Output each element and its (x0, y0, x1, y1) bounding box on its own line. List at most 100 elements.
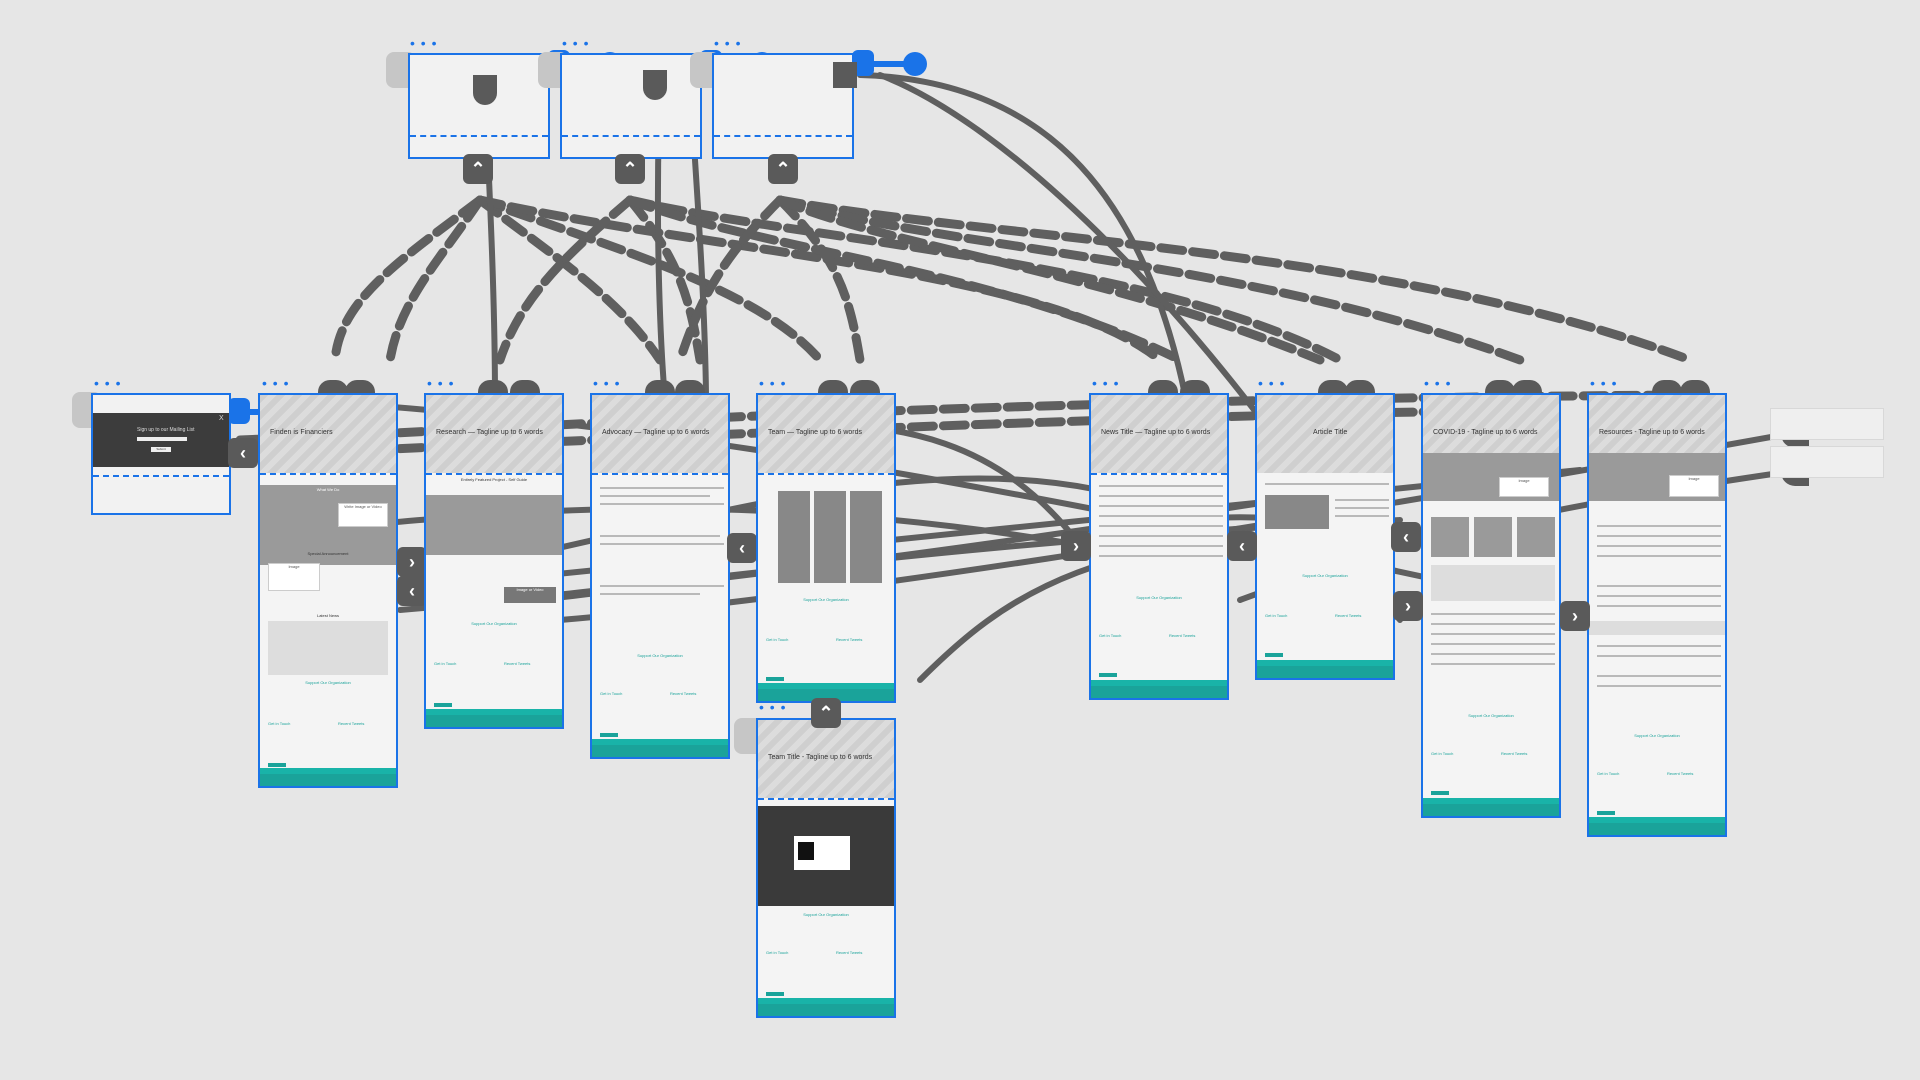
contact-submit-button[interactable] (1597, 811, 1615, 815)
contact-submit-button[interactable] (600, 733, 618, 737)
tweets-heading: Recent Tweets (1501, 751, 1528, 756)
board-title: Article Title (1313, 429, 1348, 436)
support-heading: Support Our Organization (1634, 733, 1680, 738)
hero-image (426, 395, 562, 473)
hero-image (758, 720, 894, 798)
template-menu-dots[interactable]: • • • (410, 35, 438, 51)
team-board[interactable]: Team — Tagline up to 6 words Support Our… (756, 393, 896, 703)
avatar (798, 842, 814, 860)
tweets-heading: Recent Tweets (836, 637, 863, 642)
video-placeholder: Image or Video (504, 587, 556, 603)
chevron-right-icon[interactable]: › (1393, 591, 1423, 621)
support-heading: Support Our Organization (305, 680, 351, 685)
chevron-up-icon[interactable]: ⌃ (768, 154, 798, 184)
contact-heading: Get in Touch (600, 691, 623, 696)
fold-line (260, 473, 396, 475)
chevron-up-icon[interactable]: ⌃ (615, 154, 645, 184)
footer (758, 689, 894, 701)
contact-submit-button[interactable] (1431, 791, 1449, 795)
footer (1257, 666, 1393, 678)
footer-strip (260, 768, 396, 774)
support-heading: Support Our Organization (471, 621, 517, 626)
template-menu-dots[interactable]: • • • (714, 35, 742, 51)
support-heading: Support Our Organization (803, 597, 849, 602)
sticky-note[interactable] (1770, 446, 1884, 478)
chevron-left-icon[interactable]: ‹ (1227, 531, 1257, 561)
mailing-list-modal: Sign up to our Mailing List X Submit (93, 413, 229, 467)
chevron-left-icon[interactable]: ‹ (1391, 522, 1421, 552)
hero-image (260, 395, 396, 473)
board-menu-dots[interactable]: • • • (1258, 375, 1286, 391)
intro-band: Image (1423, 453, 1559, 501)
section-heading: Special Announcement (307, 551, 349, 556)
chevron-up-icon[interactable]: ⌃ (811, 698, 841, 728)
chevron-right-icon[interactable]: › (397, 547, 427, 577)
tweets-heading: Recent Tweets (338, 721, 365, 726)
overlay-template-1[interactable] (408, 53, 550, 159)
template-menu-dots[interactable]: • • • (562, 35, 590, 51)
footer (1423, 804, 1559, 816)
video-placeholder: Write Image or Video (338, 503, 388, 527)
team-member-modal (758, 806, 894, 906)
board-title: Resources - Tagline up to 6 words (1599, 429, 1705, 436)
fold-line (758, 798, 894, 800)
sticky-note[interactable] (1770, 408, 1884, 440)
contact-submit-button[interactable] (1099, 673, 1117, 677)
covid-board[interactable]: COVID-19 - Tagline up to 6 words Image S… (1421, 393, 1561, 818)
board-title: Finden is Financiers (270, 429, 333, 436)
section-heading: Latest News (316, 613, 339, 618)
chevron-left-icon[interactable]: ‹ (727, 533, 757, 563)
article-board[interactable]: Article Title Support Our Organization G… (1255, 393, 1395, 680)
contact-submit-button[interactable] (766, 677, 784, 681)
image-placeholder: Image (1669, 475, 1719, 497)
chevron-left-icon[interactable]: ‹ (397, 576, 427, 606)
team-detail-board[interactable]: Team Title - Tagline up to 6 words Suppo… (756, 718, 896, 1018)
chevron-right-icon[interactable]: › (1560, 601, 1590, 631)
close-icon[interactable]: X (219, 415, 224, 422)
news-board[interactable]: News Title — Tagline up to 6 words Suppo… (1089, 393, 1229, 700)
resources-board[interactable]: Resources - Tagline up to 6 words Image … (1587, 393, 1727, 837)
overlay-template-3[interactable] (712, 53, 854, 159)
section-heading: What We Do (316, 487, 340, 492)
contact-submit-button[interactable] (434, 703, 452, 707)
home-board[interactable]: Finden is Financiers What We Do Write Im… (258, 393, 398, 788)
modal-board[interactable]: Sign up to our Mailing List X Submit (91, 393, 231, 515)
footer-strip (1091, 680, 1227, 686)
tweets-heading: Recent Tweets (1169, 633, 1196, 638)
email-field[interactable] (137, 437, 187, 441)
footer-strip (1423, 798, 1559, 804)
board-menu-dots[interactable]: • • • (593, 375, 621, 391)
chevron-up-icon[interactable]: ⌃ (463, 154, 493, 184)
contact-heading: Get in Touch (766, 950, 789, 955)
what-we-do-band: What We Do Write Image or Video (260, 485, 396, 565)
overlay-template-2[interactable] (560, 53, 702, 159)
board-menu-dots[interactable]: • • • (427, 375, 455, 391)
contact-submit-button[interactable] (268, 763, 286, 767)
submit-button[interactable]: Submit (151, 447, 171, 452)
research-board[interactable]: Research — Tagline up to 6 words Entirel… (424, 393, 564, 729)
card-grid (1431, 517, 1555, 557)
board-menu-dots[interactable]: • • • (94, 375, 122, 391)
chevron-right-icon[interactable]: › (1061, 531, 1091, 561)
board-menu-dots[interactable]: • • • (1092, 375, 1120, 391)
board-menu-dots[interactable]: • • • (759, 375, 787, 391)
board-menu-dots[interactable]: • • • (262, 375, 290, 391)
board-menu-dots[interactable]: • • • (1424, 375, 1452, 391)
board-title: Team Title - Tagline up to 6 words (768, 754, 873, 761)
section-heading: Entirely Featured Project - Self Guide (460, 477, 528, 482)
image-placeholder: Image (268, 563, 320, 591)
contact-submit-button[interactable] (766, 992, 784, 996)
contact-submit-button[interactable] (1265, 653, 1283, 657)
feature-band (426, 495, 562, 555)
tweets-heading: Recent Tweets (836, 950, 863, 955)
footer (1091, 686, 1227, 698)
contact-heading: Get in Touch (766, 637, 789, 642)
board-menu-dots[interactable]: • • • (759, 699, 787, 715)
advocacy-board[interactable]: Advocacy — Tagline up to 6 words Support… (590, 393, 730, 759)
chevron-left-icon[interactable]: ‹ (228, 438, 258, 468)
fold-line (758, 473, 894, 475)
board-menu-dots[interactable]: • • • (1590, 375, 1618, 391)
footer (592, 745, 728, 757)
image-placeholder (1265, 495, 1329, 529)
footer-strip (1257, 660, 1393, 666)
